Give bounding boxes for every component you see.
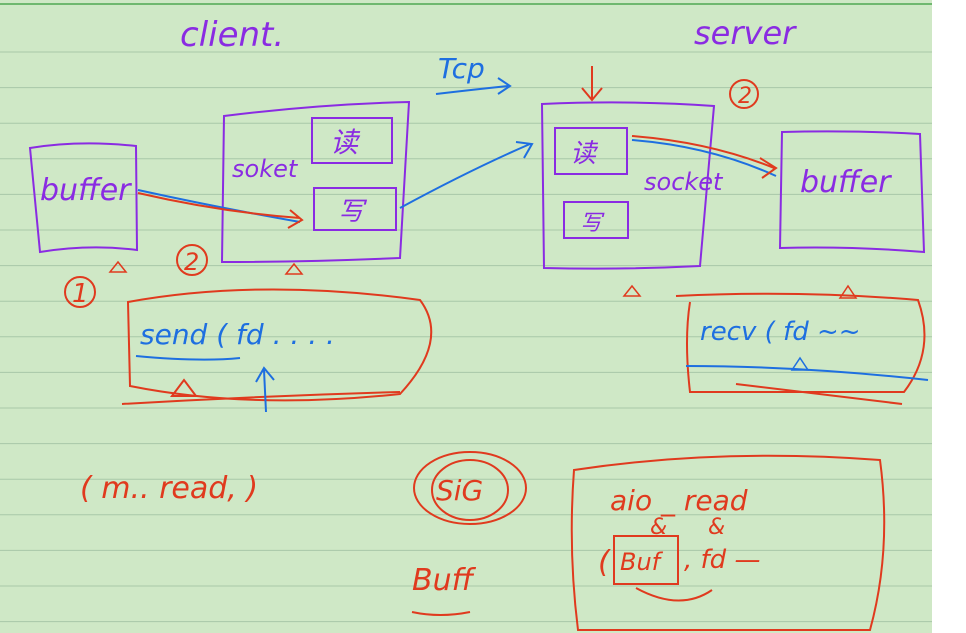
sig-outer-circle: [413, 451, 527, 525]
step-2-label: 2: [184, 248, 199, 276]
aio-amp-1: &: [650, 515, 667, 540]
step-server-circle: [729, 79, 759, 109]
step-1-circle: [64, 276, 96, 308]
server-buffer-box: [778, 130, 926, 254]
sig-inner-circle: [431, 459, 509, 521]
client-socket-box: [220, 100, 411, 264]
aio-paren: (: [598, 545, 611, 580]
aio-read-text: aio _ read: [610, 484, 748, 517]
tcp-label: Tcp: [438, 52, 485, 85]
recv-call-circle: [675, 292, 926, 393]
client-title: client.: [180, 15, 284, 55]
send-delta-icon: [170, 378, 198, 397]
client-socket-delta-icon: [284, 262, 304, 275]
server-read-label: 读: [570, 139, 599, 169]
client-write-label: 写: [338, 197, 368, 227]
client-read-label: 读: [330, 126, 361, 159]
send-call-underline-red: [121, 391, 401, 405]
sig-label: SiG: [436, 474, 483, 507]
step-server-label: 2: [738, 84, 752, 109]
client-write-box: [313, 187, 397, 231]
server-write-label: 写: [580, 211, 605, 236]
client-buffer-to-write-arrow-blue: [137, 189, 301, 223]
client-buffer-to-write-arrow-red: [137, 192, 304, 229]
m-read-text: ( m.. read, ): [80, 471, 258, 506]
buf-box: [613, 535, 679, 585]
server-read-to-buffer-arrow-red: [631, 135, 778, 179]
server-buffer-label: buffer: [800, 165, 892, 200]
send-call-underline-blue: [135, 355, 241, 361]
server-title: server: [694, 14, 797, 52]
server-buffer-delta-icon: [838, 284, 858, 299]
server-socket-box: [540, 101, 716, 270]
send-call-text: send ( fd . . . .: [140, 318, 335, 351]
client-read-box: [311, 117, 393, 164]
buf-loop-arrow: [635, 587, 713, 602]
aio-amp-2: &: [708, 515, 725, 540]
step-2-circle: [176, 244, 208, 276]
server-read-to-buffer-arrow-blue: [631, 139, 777, 177]
client-buffer-delta-icon: [108, 260, 128, 273]
client-socket-label: soket: [232, 155, 299, 183]
buf-box-label: Buf: [620, 548, 664, 576]
server-read-box: [554, 127, 628, 175]
tcp-arrow: [435, 77, 512, 95]
server-down-arrow: [581, 66, 603, 102]
ruled-paper: [0, 0, 932, 633]
recv-delta-icon: [790, 356, 810, 371]
server-socket-label: socket: [644, 168, 724, 196]
fd-tail-text: , fd —: [684, 545, 760, 575]
server-write-box: [563, 201, 629, 239]
aio-read-box: [570, 454, 886, 631]
server-socket-delta-icon: [622, 284, 642, 297]
client-buffer-label: buffer: [40, 173, 132, 208]
client-buffer-box: [28, 142, 139, 254]
recv-call-text: recv ( fd ~~: [700, 317, 861, 347]
recv-call-underline-red: [735, 383, 903, 405]
buff-label: Buff: [412, 563, 477, 598]
buff-underline: [411, 611, 471, 616]
client-to-server-arrow: [399, 141, 534, 209]
send-up-arrow: [255, 366, 275, 413]
step-1-label: 1: [72, 279, 89, 309]
